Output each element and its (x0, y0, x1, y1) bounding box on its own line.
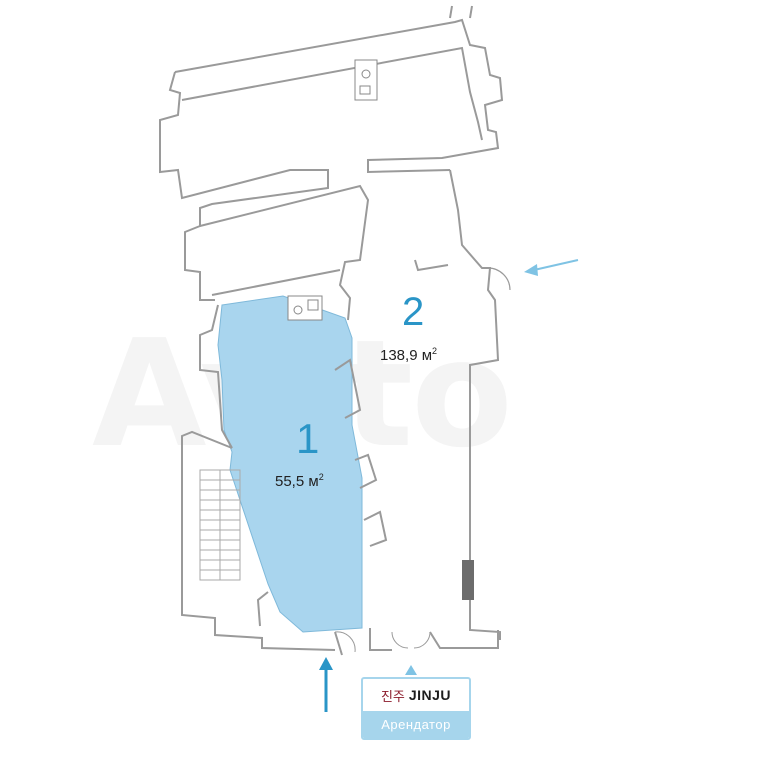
entrance-marker-icon (405, 665, 417, 675)
room-1-area-sup: 2 (318, 472, 324, 482)
tenant-logo: 진주 (380, 689, 405, 705)
toilet-icon (287, 295, 323, 321)
room-2-area-sup: 2 (432, 346, 438, 356)
entrance-arrow-icon (319, 657, 333, 712)
entrance-doors (334, 631, 431, 653)
column (462, 560, 474, 600)
room-1-area-value: 55,5 м (275, 473, 319, 490)
room-1-area[interactable] (217, 295, 363, 633)
tenant-logo-row: 진주 JINJU (363, 679, 469, 711)
tenant-label: Арендатор (363, 711, 469, 738)
side-entrance-arrow-icon (524, 259, 579, 276)
sink-icon (354, 59, 378, 101)
room-2-area-value: 138,9 м (380, 347, 433, 364)
tenant-name: JINJU (408, 687, 452, 703)
room-1-number: 1 (296, 415, 320, 462)
room-2-area: 138,9 м2 (380, 346, 437, 364)
stairs-icon (199, 469, 241, 581)
room-1-area: 55,5 м2 (275, 472, 324, 490)
tenant-badge: 진주 JINJU Арендатор (361, 677, 471, 740)
walls (159, 5, 511, 656)
room-2-number: 2 (402, 290, 425, 334)
